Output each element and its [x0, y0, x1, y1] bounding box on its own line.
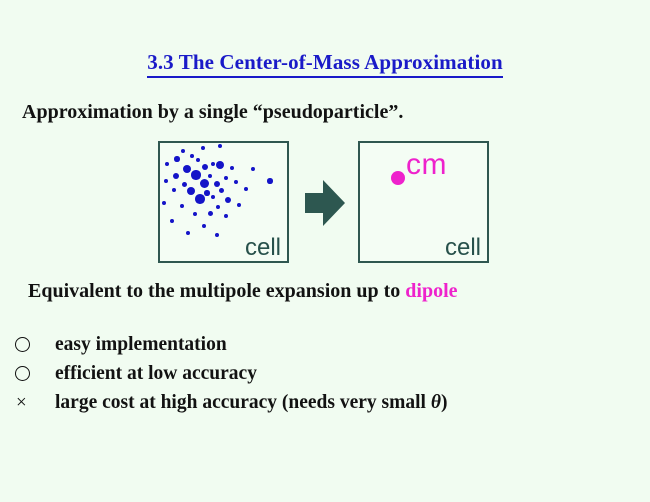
particle-dot — [199, 178, 209, 188]
particle-dot — [170, 219, 174, 223]
list-item-label: easy implementation — [55, 333, 227, 355]
right-cell-box: cell — [358, 141, 489, 263]
particle-dot — [191, 170, 201, 180]
particle-dot — [210, 194, 216, 200]
cross-marker-icon: × — [16, 392, 27, 413]
particle-dot — [195, 157, 201, 163]
particle-dot — [215, 233, 219, 237]
left-cell-box: cell — [158, 141, 289, 263]
particle-dot — [193, 212, 197, 216]
particle-dot — [215, 160, 225, 170]
particle-dot — [217, 143, 223, 149]
particle-cloud — [160, 143, 287, 261]
list-item-label: large cost at high accuracy (needs very … — [55, 391, 448, 413]
particle-dot — [201, 146, 205, 150]
intro-text: Approximation by a single “pseudoparticl… — [22, 101, 404, 123]
particle-dot — [225, 197, 231, 203]
page-title: 3.3 The Center-of-Mass Approximation — [0, 50, 650, 78]
particle-dot — [236, 202, 242, 208]
equivalence-prefix: Equivalent to the multipole expansion up… — [28, 280, 406, 302]
particle-dot — [223, 175, 229, 181]
particle-dot — [229, 165, 235, 171]
center-of-mass-label: cm — [406, 148, 447, 181]
particle-dot — [250, 166, 256, 172]
particle-dot — [185, 230, 191, 236]
particle-dot — [161, 200, 167, 206]
list-item-label: efficient at low accuracy — [55, 362, 257, 384]
right-arrow-icon — [305, 180, 345, 226]
circle-marker-icon — [14, 337, 55, 352]
particle-dot — [174, 156, 180, 162]
left-cell-label: cell — [244, 234, 281, 261]
particle-dot — [207, 173, 213, 179]
particle-dot — [233, 179, 239, 185]
particle-dot — [204, 190, 210, 196]
circle-marker-icon — [14, 366, 55, 381]
equivalence-highlight: dipole — [405, 280, 458, 302]
particle-dot — [218, 187, 224, 193]
list-item: × large cost at high accuracy (needs ver… — [14, 388, 634, 417]
particle-dot — [171, 187, 177, 193]
particle-dot — [164, 161, 170, 167]
particle-dot — [173, 173, 179, 179]
page-title-text: 3.3 The Center-of-Mass Approximation — [147, 50, 503, 78]
particle-dot — [186, 186, 196, 196]
equivalence-text: Equivalent to the multipole expansion up… — [28, 280, 458, 303]
list-item: easy implementation — [14, 330, 634, 359]
particle-dot — [211, 162, 215, 166]
particle-dot — [215, 204, 221, 210]
list-item: efficient at low accuracy — [14, 359, 634, 388]
particle-dot — [190, 154, 194, 158]
particle-dot — [201, 223, 207, 229]
particle-dot — [180, 148, 186, 154]
center-of-mass-dot — [391, 171, 405, 185]
particle-dot — [195, 194, 205, 204]
right-cell-label: cell — [444, 234, 481, 261]
particle-dot — [181, 181, 187, 187]
particle-dot — [163, 178, 169, 184]
particle-dot — [223, 213, 229, 219]
particle-dot — [244, 187, 248, 191]
particle-dot — [267, 178, 273, 184]
particle-dot — [201, 163, 209, 171]
particle-dot — [179, 203, 185, 209]
bullet-list: easy implementation efficient at low acc… — [14, 330, 634, 417]
particle-dot — [213, 180, 221, 188]
theta-symbol: θ — [430, 391, 441, 413]
particle-dot — [207, 210, 213, 216]
particle-dot — [182, 164, 192, 174]
